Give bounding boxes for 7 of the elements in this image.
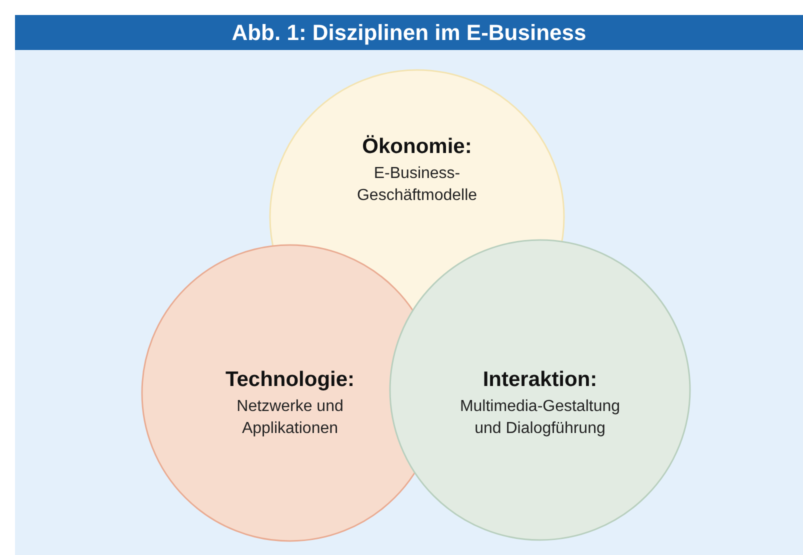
- title-bar: Abb. 1: Disziplinen im E-Business: [15, 15, 803, 50]
- circle-description: E-Business-Geschäftmodelle: [356, 164, 478, 206]
- circle-heading: Ökonomie:: [362, 135, 472, 159]
- circle-description: Multimedia-Gestaltung und Dialogführung: [458, 397, 622, 440]
- circle-heading: Technologie:: [225, 368, 355, 392]
- circle-heading: Interaktion:: [482, 368, 598, 392]
- circle-description: Netzwerke und Applikationen: [236, 397, 344, 440]
